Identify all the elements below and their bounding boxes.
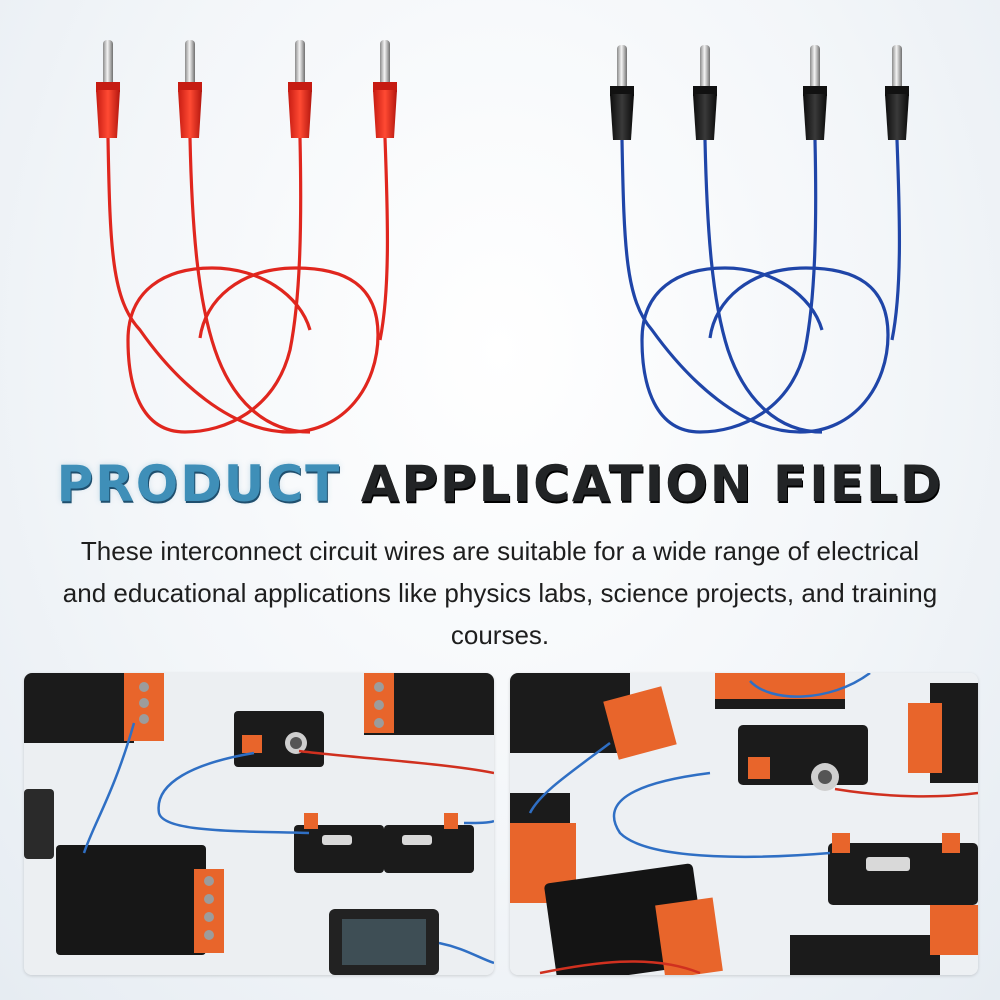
description-text: These interconnect circuit wires are sui… xyxy=(62,536,938,650)
page-title: PRODUCT APPLICATION FIELD xyxy=(0,452,1000,516)
black-banana-plug xyxy=(693,45,717,140)
circuit-module xyxy=(24,673,164,743)
red-banana-plug xyxy=(96,40,120,138)
switch-module xyxy=(234,711,324,767)
switch-module xyxy=(738,725,868,791)
title-accent: PRODUCT xyxy=(56,455,342,513)
circuit-module xyxy=(715,673,845,709)
circuit-module xyxy=(364,673,494,735)
red-banana-plug xyxy=(288,40,312,138)
circuit-module xyxy=(908,683,978,783)
led-module xyxy=(828,833,978,905)
connection-wires xyxy=(528,673,978,975)
red-banana-plug xyxy=(178,40,202,138)
circuit-module xyxy=(510,673,677,760)
circuit-module xyxy=(56,845,224,955)
black-banana-plug xyxy=(610,45,634,140)
application-photo-right xyxy=(510,673,978,975)
black-banana-plug xyxy=(803,45,827,140)
test-leads-illustration xyxy=(96,40,909,434)
red-banana-plugs xyxy=(96,40,397,138)
led-module xyxy=(294,813,474,873)
blue-test-leads xyxy=(620,139,902,434)
black-banana-plugs xyxy=(610,45,909,140)
connection-wires xyxy=(82,722,494,965)
circuit-module xyxy=(544,863,723,975)
circuit-module xyxy=(790,905,978,975)
meter-device xyxy=(24,789,54,859)
application-photo-left xyxy=(24,673,494,975)
red-banana-plug xyxy=(373,40,397,138)
display-module xyxy=(329,909,439,975)
title-rest: APPLICATION FIELD xyxy=(360,455,944,513)
black-banana-plug xyxy=(885,45,909,140)
red-test-leads xyxy=(106,137,390,434)
